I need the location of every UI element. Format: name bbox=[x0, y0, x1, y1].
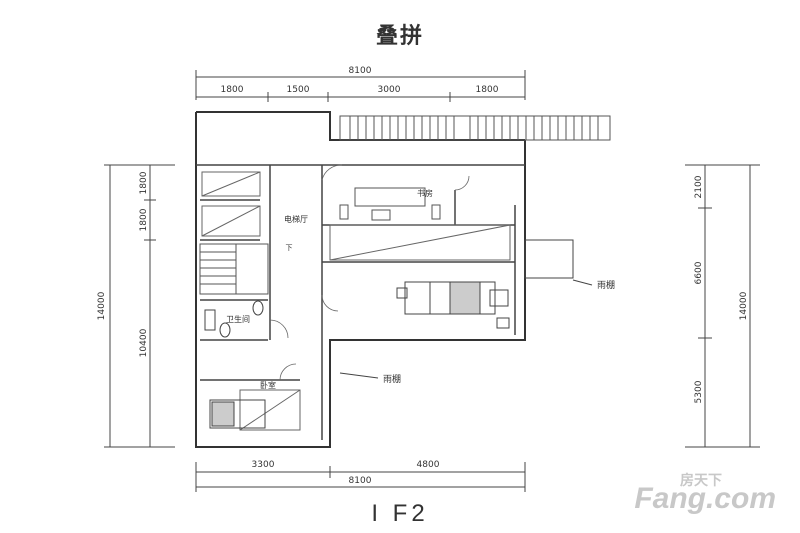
dim-left-2: 1800 bbox=[139, 208, 149, 231]
master-bed bbox=[396, 281, 510, 329]
exterior-wall-outline bbox=[195, 112, 526, 448]
bathroom-fixtures bbox=[204, 300, 264, 338]
study-desk bbox=[339, 187, 441, 221]
dim-right-total: 14000 bbox=[739, 291, 749, 320]
dim-top-total: 8100 bbox=[349, 66, 372, 76]
room-label-bathroom: 卫生间 bbox=[226, 314, 250, 324]
wardrobe bbox=[329, 224, 511, 261]
watermark-cn: 房天下 bbox=[680, 473, 722, 489]
dim-top-3: 3000 bbox=[378, 85, 401, 95]
label-stair-down: 下 bbox=[286, 244, 293, 252]
canopy-bottom bbox=[339, 372, 379, 379]
canopy-right bbox=[524, 239, 593, 286]
room-label-elevator-hall: 电梯厅 bbox=[284, 214, 308, 224]
closet-3 bbox=[239, 389, 301, 431]
floor-label: I F2 bbox=[371, 500, 429, 527]
dim-top-1: 1800 bbox=[221, 85, 244, 95]
lower-bed bbox=[209, 399, 266, 429]
staircase bbox=[199, 243, 269, 295]
dim-left-3: 10400 bbox=[139, 328, 149, 357]
dim-bottom-2: 4800 bbox=[417, 460, 440, 470]
dim-top-4: 1800 bbox=[476, 85, 499, 95]
dim-right-2: 6600 bbox=[694, 261, 704, 284]
door-swings bbox=[269, 164, 470, 381]
label-canopy-bottom: 雨棚 bbox=[383, 373, 401, 385]
dim-bottom-1: 3300 bbox=[252, 460, 275, 470]
dim-right-3: 5300 bbox=[694, 380, 704, 403]
dim-top-2: 1500 bbox=[287, 85, 310, 95]
balcony-railing bbox=[339, 115, 611, 141]
dim-left-1: 1800 bbox=[139, 171, 149, 194]
dim-right-1: 2100 bbox=[694, 175, 704, 198]
closet-2 bbox=[201, 205, 261, 237]
closet-1 bbox=[201, 171, 261, 197]
watermark-logo: Fang.com bbox=[634, 482, 776, 515]
dim-left-total: 14000 bbox=[97, 291, 107, 320]
label-canopy-right: 雨棚 bbox=[597, 279, 615, 291]
page-title: 叠拼 bbox=[375, 24, 424, 49]
room-label-study: 书房 bbox=[417, 188, 433, 198]
dim-bottom-total: 8100 bbox=[349, 476, 372, 486]
room-label-bedroom: 卧室 bbox=[260, 380, 276, 390]
